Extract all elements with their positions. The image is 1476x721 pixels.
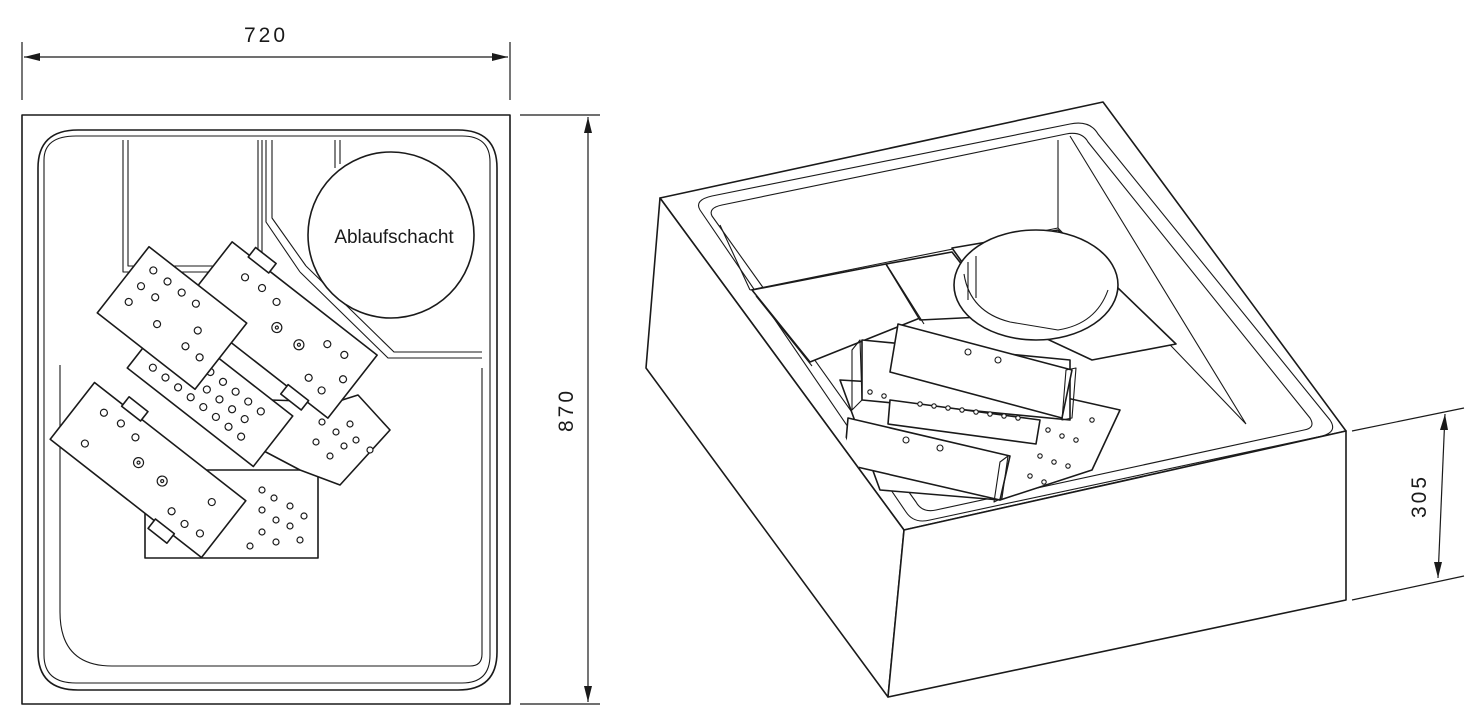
- top-view: 720 870 Abl: [21, 24, 600, 705]
- iso-support-structure: [839, 323, 1121, 503]
- drain-shaft: Ablaufschacht: [307, 151, 475, 319]
- height-dimension: 305: [1351, 407, 1465, 601]
- iso-inner-wall: [719, 135, 1247, 425]
- depth-dimension-value: 870: [555, 388, 578, 432]
- basin-rim-inner: [43, 135, 491, 684]
- iso-rim-inner: [710, 132, 1313, 512]
- iso-front-face: [887, 430, 1347, 698]
- basin-rim-outer: [37, 129, 498, 691]
- height-dimension-value: 305: [1408, 474, 1431, 518]
- basin-floor-edge: [59, 365, 483, 667]
- support-plates: [49, 241, 391, 559]
- depth-dimension: 870: [520, 114, 600, 705]
- drain-shaft-label: Ablaufschacht: [334, 227, 454, 248]
- iso-rim-outer: [697, 122, 1334, 522]
- isometric-view: 305: [645, 101, 1465, 698]
- width-dimension: 720: [21, 24, 511, 100]
- width-dimension-value: 720: [244, 24, 288, 47]
- iso-drain-opening: [953, 229, 1119, 341]
- tray-outline: [21, 114, 511, 705]
